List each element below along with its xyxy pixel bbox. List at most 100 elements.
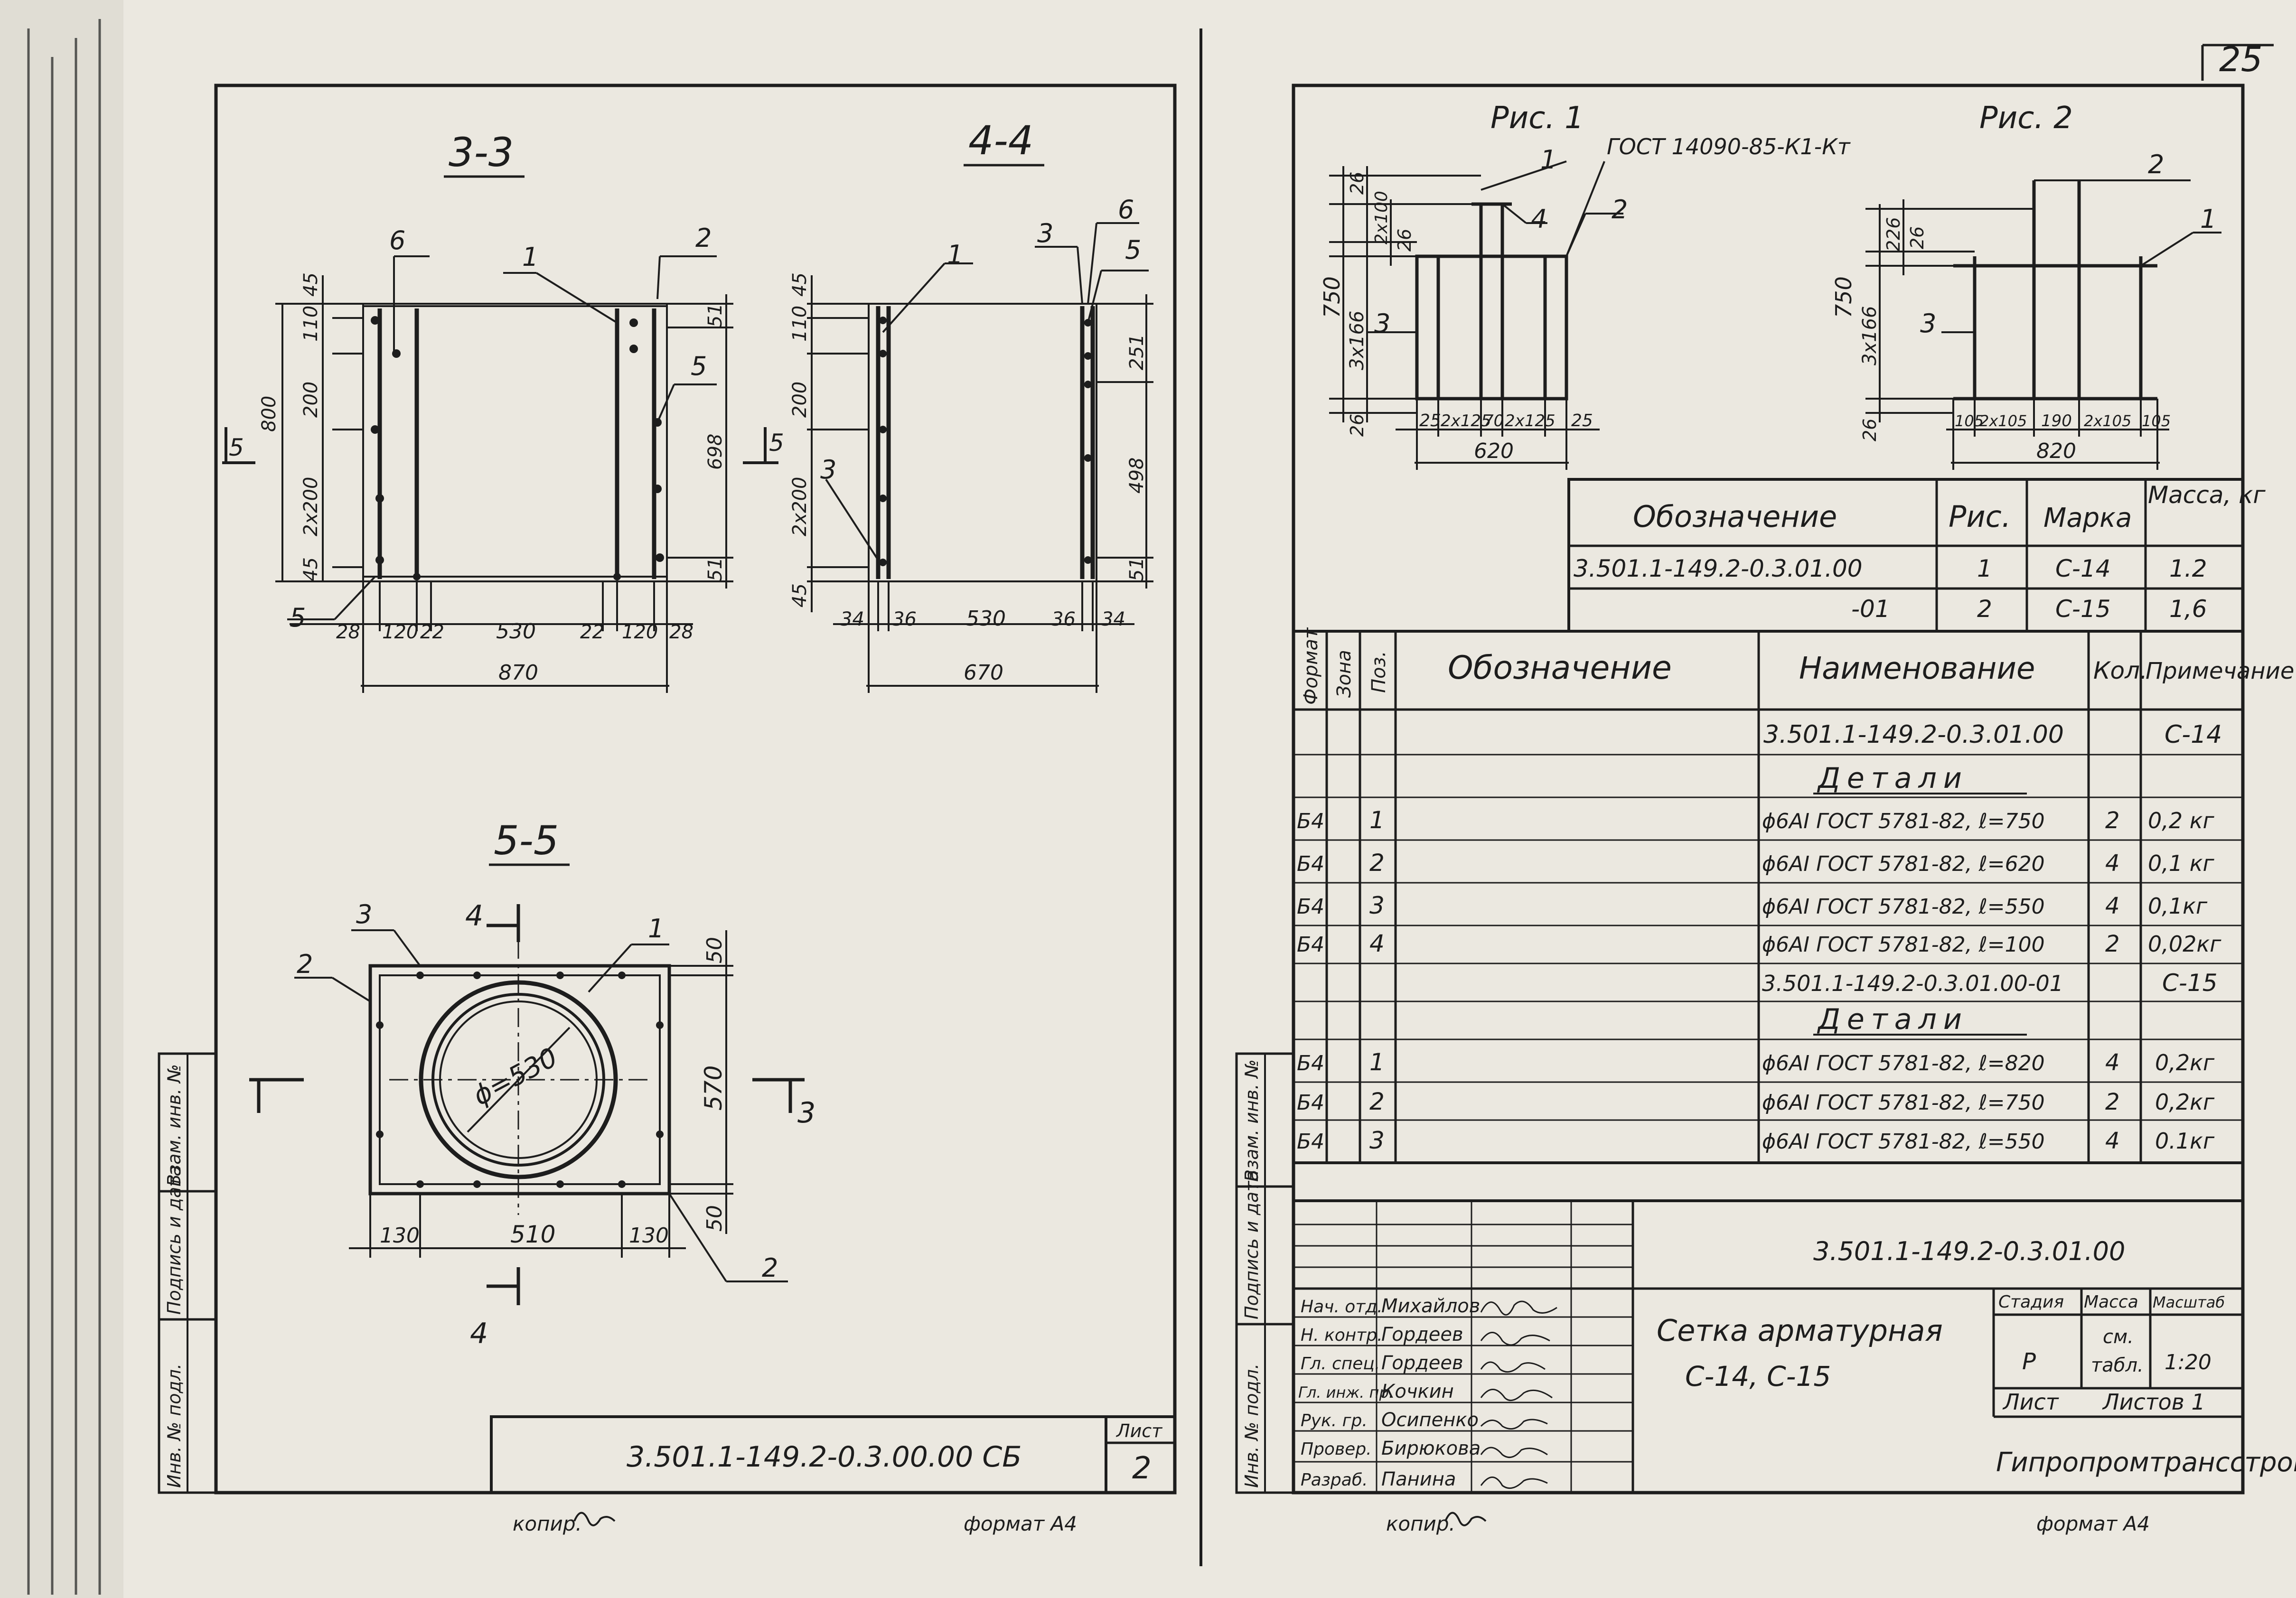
column-header: Примечание xyxy=(2146,658,2294,684)
section-title: 5-5 xyxy=(494,817,559,864)
dim-label: 750 xyxy=(1831,276,1856,318)
column-header: Наименование xyxy=(1799,651,2035,686)
staff-role: Гл. спец. xyxy=(1301,1354,1380,1374)
position-marker: 5 xyxy=(691,351,707,381)
table-cell: 2 xyxy=(1977,595,1992,623)
column-header: Обозначение xyxy=(1448,649,1672,687)
position-marker: 6 xyxy=(389,225,405,255)
dim-label: 26 xyxy=(1394,229,1415,252)
column-header: Марка xyxy=(2043,503,2132,533)
position-marker: 5 xyxy=(1125,235,1141,265)
dim-label: 26 xyxy=(1347,172,1368,195)
position-marker: 4 xyxy=(1531,204,1547,234)
staff-name: Осипенко xyxy=(1381,1409,1479,1431)
section-title: 4-4 xyxy=(968,117,1033,164)
row-format: Б4 xyxy=(1297,1091,1324,1115)
dim-label: 28 xyxy=(669,621,693,643)
row-name: ϕ6АI ГОСТ 5781-82, ℓ=820 xyxy=(1762,1051,2045,1075)
staff-name: Михайлов xyxy=(1381,1295,1480,1317)
dim-label: 226 xyxy=(1883,217,1904,252)
cut-marker: 5 xyxy=(769,429,784,457)
column-header: Обозначение xyxy=(1633,499,1837,534)
row-note: 0,2кг xyxy=(2155,1050,2215,1075)
stamp-label: Подпись и дата xyxy=(1241,1170,1262,1319)
dim-label: 105 xyxy=(2142,412,2171,430)
dim-label: 25 xyxy=(1419,411,1441,430)
spec-row: 3.501.1-149.2-0.3.01.00 С-14 xyxy=(1763,720,2222,749)
dim-label: 110 xyxy=(789,306,811,342)
row-format: Б4 xyxy=(1297,852,1324,876)
dim-label: 51 xyxy=(1126,557,1148,581)
position-marker: 1 xyxy=(648,914,664,944)
table-cell: 1,6 xyxy=(2169,595,2207,623)
cut-marker: 3 xyxy=(797,1096,815,1130)
table-cell: С-15 xyxy=(2055,595,2111,623)
left-title-block: 3.501.1-149.2-0.3.00.00 СБ Лист 2 xyxy=(490,1415,1176,1494)
copyist-note: копир. xyxy=(513,1512,582,1535)
cut-marker: 5 xyxy=(229,434,244,461)
dim-label: 36 xyxy=(892,608,917,630)
stamp-label: Взам. инв. № xyxy=(1241,1059,1262,1182)
dim-label: 26 xyxy=(1907,226,1928,249)
row-pos: 2 xyxy=(1369,1088,1385,1115)
spec-row: Б4 2 ϕ6АI ГОСТ 5781-82, ℓ=620 4 0,1 кг xyxy=(1297,849,2215,877)
spec-row: Б4 4 ϕ6АI ГОСТ 5781-82, ℓ=100 2 0,02кг xyxy=(1297,930,2221,957)
format-note: формат А4 xyxy=(964,1512,1077,1535)
row-name: 3.501.1-149.2-0.3.01.00 xyxy=(1763,720,2064,749)
dim-label: 820 xyxy=(2036,439,2076,463)
dim-label: 510 xyxy=(510,1221,555,1248)
section-3-3: 3-3 45 110 200 2x200 45 800 xyxy=(222,129,733,693)
spec-row: Б4 1 ϕ6АI ГОСТ 5781-82, ℓ=820 4 0,2кг xyxy=(1297,1048,2215,1076)
dim-label: 2x200 xyxy=(789,477,811,536)
mass-value: табл. xyxy=(2091,1355,2144,1376)
figure-ris-2: Рис. 2 226 26 750 3x166 26 105 2x105 190… xyxy=(1831,101,2221,470)
row-name: ϕ6АI ГОСТ 5781-82, ℓ=750 xyxy=(1762,809,2045,833)
spec-row: Б4 1 ϕ6АI ГОСТ 5781-82, ℓ=750 2 0,2 кг xyxy=(1297,806,2215,834)
row-format: Б4 xyxy=(1297,895,1324,919)
dim-label: 530 xyxy=(496,619,536,644)
dim-label: 870 xyxy=(498,661,538,685)
row-format: Б4 xyxy=(1297,1130,1324,1154)
position-marker: 3 xyxy=(1920,308,1936,338)
staff-name: Панина xyxy=(1381,1468,1456,1490)
row-name: ϕ6АI ГОСТ 5781-82, ℓ=550 xyxy=(1762,895,2045,919)
staff-name: Гордеев xyxy=(1381,1352,1463,1374)
row-name: ϕ6АI ГОСТ 5781-82, ℓ=750 xyxy=(1762,1091,2045,1115)
column-header: Масса, кг xyxy=(2148,481,2266,509)
dim-label: 2x105 xyxy=(1979,412,2027,430)
row-pos: 1 xyxy=(1369,1048,1385,1076)
section-header: Детали xyxy=(1817,1003,1968,1036)
dim-label: 251 xyxy=(1126,334,1148,370)
dim-label: 34 xyxy=(1101,608,1125,630)
row-qty: 4 xyxy=(2105,893,2120,919)
dim-label: 50 xyxy=(703,937,727,963)
staff-role: Гл. инж. пр. xyxy=(1298,1383,1394,1402)
staff-name: Гордеев xyxy=(1381,1324,1463,1346)
specification-table: Формат Зона Поз. Обозначение Наименовани… xyxy=(1292,627,2294,1164)
row-qty: 4 xyxy=(2105,1128,2120,1154)
row-pos: 4 xyxy=(1369,930,1385,957)
dim-label: 530 xyxy=(966,607,1006,631)
sheet-label: Лист xyxy=(2002,1389,2059,1415)
table-cell: 1.2 xyxy=(2169,555,2207,582)
row-format: Б4 xyxy=(1297,1051,1324,1075)
dim-label: 200 xyxy=(789,382,811,418)
copyist-note: копир. xyxy=(1386,1512,1455,1535)
column-header: Поз. xyxy=(1368,651,1390,693)
dim-label: 2x125 xyxy=(1441,411,1491,430)
dim-label: 70 xyxy=(1483,411,1504,430)
dim-label: 51 xyxy=(704,557,726,581)
position-marker: 1 xyxy=(1540,145,1556,175)
column-header: Кол. xyxy=(2093,657,2147,684)
gost-label: ГОСТ 14090-85-К1-Кт xyxy=(1607,134,1851,159)
dim-label: 130 xyxy=(629,1224,669,1248)
dim-label: 3x166 xyxy=(1346,311,1368,370)
row-pos: 1 xyxy=(1369,806,1385,834)
drawing-code: 3.501.1-149.2-0.3.00.00 СБ xyxy=(627,1440,1021,1474)
drawing-name: Сетка арматурная xyxy=(1657,1313,1943,1348)
position-marker: 3 xyxy=(356,899,372,929)
table-cell: -01 xyxy=(1851,595,1890,623)
row-note: С-14 xyxy=(2165,720,2222,749)
dim-label: 3x166 xyxy=(1859,306,1881,365)
